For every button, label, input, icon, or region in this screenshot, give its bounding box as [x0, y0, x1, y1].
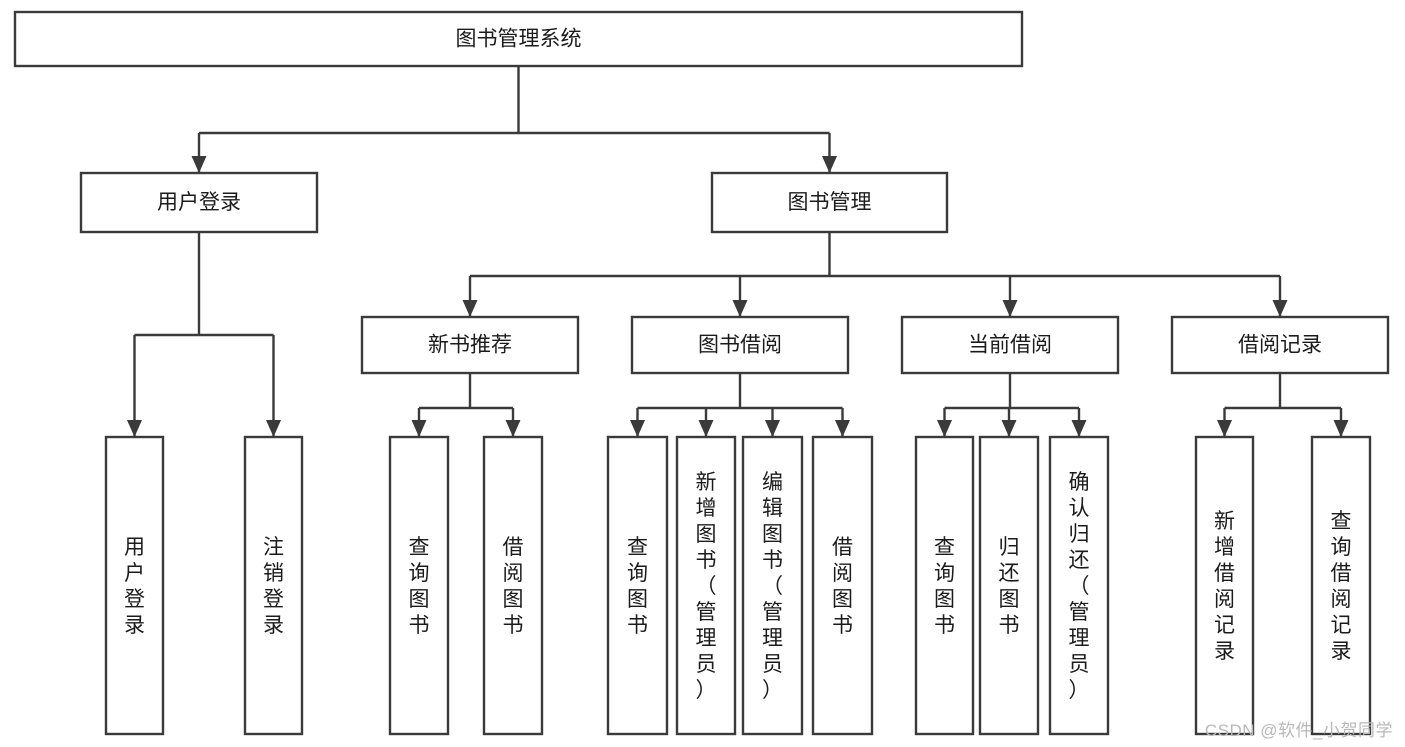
leaf-leaf-query-record[interactable]: 查询借阅记录 — [1310, 435, 1372, 736]
node-box — [811, 435, 874, 736]
node-layer: 图书管理系统用户登录图书管理新书推荐图书借阅当前借阅借阅记录用户登录注销登录查询… — [13, 10, 1390, 736]
node-label: 用户登录 — [124, 536, 145, 637]
arrow-head-icon — [937, 420, 952, 437]
node-label: 图书借阅 — [698, 334, 782, 357]
node-box — [243, 435, 304, 736]
node-label: 查询图书 — [409, 536, 430, 637]
node-label: 借阅记录 — [1238, 334, 1322, 357]
arrow-head-icon — [835, 420, 850, 437]
arrow-head-icon — [505, 420, 521, 437]
arrow-head-icon — [1071, 420, 1087, 437]
leaf-leaf-user-login[interactable]: 用户登录 — [104, 435, 165, 736]
leaf-leaf-edit-book[interactable]: 编辑图书（管理员） — [741, 435, 804, 736]
arrow-head-icon — [732, 300, 748, 317]
node-box — [978, 435, 1040, 736]
node-box — [482, 435, 544, 736]
arrow-head-icon — [1217, 420, 1232, 437]
node-box — [13, 10, 1024, 68]
leaf-leaf-borrow-book-1[interactable]: 借阅图书 — [482, 435, 544, 736]
node-box — [606, 435, 669, 736]
connector-layer — [127, 66, 1349, 437]
node-borrow-record[interactable]: 借阅记录 — [1170, 315, 1390, 375]
node-current-borrow[interactable]: 当前借阅 — [900, 315, 1120, 375]
node-label: 归还图书 — [999, 536, 1020, 637]
node-box — [630, 315, 850, 375]
node-box — [1194, 435, 1255, 736]
node-label: 图书管理系统 — [456, 28, 582, 51]
arrow-head-icon — [462, 300, 478, 317]
node-box — [710, 171, 949, 234]
leaf-leaf-confirm-return[interactable]: 确认归还（管理员） — [1048, 435, 1110, 736]
node-box — [388, 435, 450, 736]
arrow-head-icon — [411, 420, 427, 437]
arrow-head-icon — [630, 420, 645, 437]
watermark-text: CSDN @软件_小贺同学 — [1204, 721, 1393, 740]
node-new-book-recommend[interactable]: 新书推荐 — [360, 315, 580, 375]
node-box — [1170, 315, 1390, 375]
node-label: 当前借阅 — [968, 334, 1052, 357]
arrow-head-icon — [698, 420, 714, 437]
node-box — [1048, 435, 1110, 736]
node-box — [1310, 435, 1372, 736]
node-root[interactable]: 图书管理系统 — [13, 10, 1024, 68]
node-box — [360, 315, 580, 375]
node-label: 查询借阅记录 — [1331, 510, 1352, 663]
node-label: 确认归还（管理员） — [1069, 471, 1090, 702]
node-label: 编辑图书（管理员） — [762, 471, 783, 702]
node-label: 注销登录 — [263, 536, 284, 637]
arrow-head-icon — [1002, 300, 1018, 317]
node-user-login[interactable]: 用户登录 — [79, 171, 319, 234]
node-box — [741, 435, 804, 736]
arrow-head-icon — [127, 420, 142, 437]
arrow-head-icon — [191, 156, 207, 173]
leaf-leaf-add-book[interactable]: 新增图书（管理员） — [675, 435, 737, 736]
arrow-head-icon — [1333, 420, 1349, 437]
arrow-head-icon — [1001, 420, 1017, 437]
leaf-leaf-user-logout[interactable]: 注销登录 — [243, 435, 304, 736]
leaf-leaf-query-book-3[interactable]: 查询图书 — [914, 435, 975, 736]
leaf-leaf-add-record[interactable]: 新增借阅记录 — [1194, 435, 1255, 736]
arrow-head-icon — [1272, 300, 1288, 317]
leaf-leaf-query-book-2[interactable]: 查询图书 — [606, 435, 669, 736]
node-box — [675, 435, 737, 736]
node-label: 用户登录 — [157, 191, 241, 214]
arrow-head-icon — [266, 420, 281, 437]
node-label: 图书管理 — [788, 191, 872, 214]
node-label: 借阅图书 — [832, 536, 853, 637]
node-label: 借阅图书 — [503, 536, 524, 637]
node-box — [914, 435, 975, 736]
node-label: 新增图书（管理员） — [696, 471, 717, 702]
node-box — [104, 435, 165, 736]
node-book-borrow[interactable]: 图书借阅 — [630, 315, 850, 375]
leaf-leaf-return-book[interactable]: 归还图书 — [978, 435, 1040, 736]
node-label: 查询图书 — [627, 536, 648, 637]
node-book-manage[interactable]: 图书管理 — [710, 171, 949, 234]
node-box — [900, 315, 1120, 375]
node-label: 新增借阅记录 — [1214, 510, 1235, 663]
leaf-leaf-query-book-1[interactable]: 查询图书 — [388, 435, 450, 736]
leaf-leaf-borrow-book-2[interactable]: 借阅图书 — [811, 435, 874, 736]
node-label: 新书推荐 — [428, 334, 512, 357]
node-label: 查询图书 — [934, 536, 955, 637]
arrow-head-icon — [765, 420, 780, 437]
arrow-head-icon — [822, 156, 837, 173]
node-box — [79, 171, 319, 234]
